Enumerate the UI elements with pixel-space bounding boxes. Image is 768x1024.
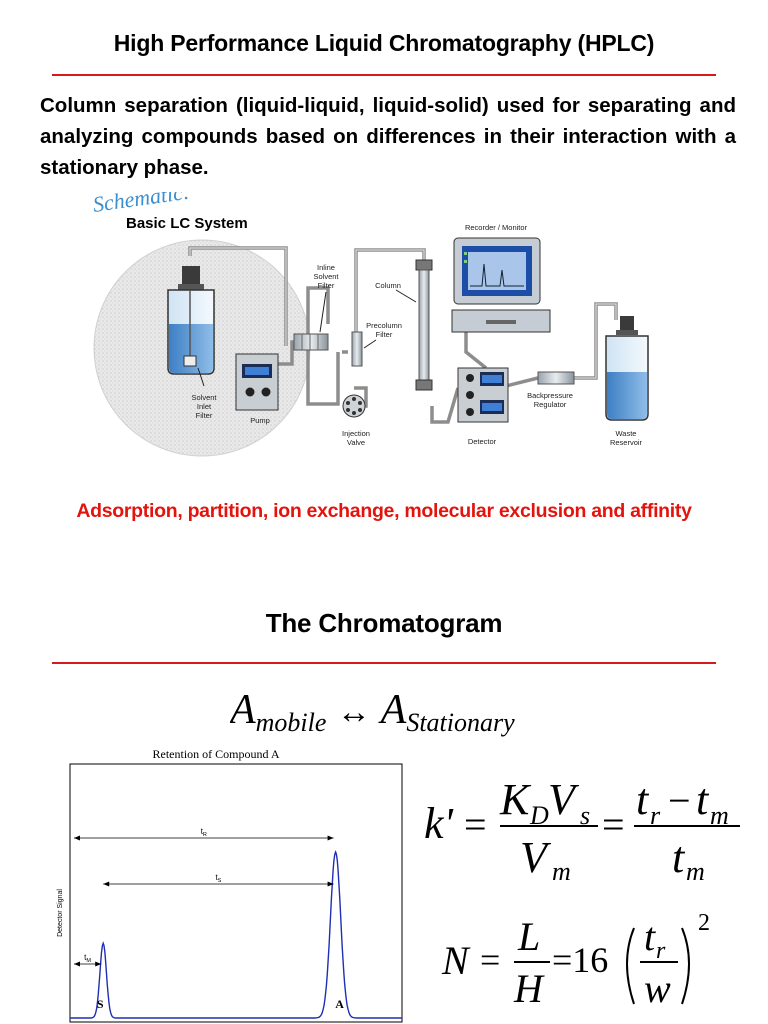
- label-detector: Detector: [468, 437, 497, 446]
- eq1-equals-1: =: [464, 802, 487, 847]
- eq-H: H: [513, 966, 545, 1011]
- eq-KD-sub: D: [529, 801, 549, 830]
- precolumn-filter: [351, 331, 363, 367]
- eq-t-sub: r: [656, 938, 666, 964]
- label-injection-1: Injection: [342, 429, 370, 438]
- label-solvent-filter-2: Inlet: [197, 402, 212, 411]
- chromatogram-divider: [52, 662, 716, 664]
- label-injection-2: Valve: [347, 438, 365, 447]
- eq-sub-mobile: mobile: [255, 708, 327, 737]
- schematic-title: Basic LC System: [126, 215, 248, 232]
- plot-frame: [69, 763, 403, 1023]
- eq-a-stationary: A: [380, 687, 407, 733]
- annotation-arrow-left-0: [74, 835, 80, 841]
- recorder-monitor: [451, 237, 551, 333]
- eq-tr: t: [636, 775, 650, 824]
- peak-label-a: A: [335, 997, 344, 1011]
- eq-tm-top-sub: m: [710, 801, 729, 830]
- inline-solvent-filter: [293, 333, 329, 351]
- label-solvent-filter-1: Solvent: [191, 393, 217, 402]
- annotation-arrow-right-2: [95, 961, 102, 967]
- label-waste-1: Waste: [616, 429, 637, 438]
- label-inline-2: Solvent: [313, 272, 339, 281]
- annotation-label-1: tS: [215, 873, 221, 884]
- schematic-script-label: Schematic:: [91, 192, 191, 217]
- eq-Vs-sub: s: [580, 801, 590, 830]
- annotation-arrow-left-2: [74, 961, 80, 967]
- eq-exponent: 2: [698, 910, 710, 936]
- lc-system-schematic: Schematic: Basic LC System Solvent Inlet…: [91, 192, 649, 457]
- peak-label-s: S: [97, 997, 104, 1011]
- annotation-arrow-left-1: [103, 881, 110, 887]
- eq-tm-top: t: [696, 775, 710, 824]
- label-backpressure-1: Backpressure: [527, 391, 573, 400]
- label-column: Column: [375, 281, 401, 290]
- label-solvent-filter-3: Filter: [196, 411, 213, 420]
- annotation-arrow-right-0: [327, 835, 334, 841]
- eq-w: w: [644, 966, 671, 1011]
- eq-k-prime: k': [424, 799, 455, 848]
- label-waste-2: Reservoir: [610, 438, 643, 447]
- separation-mechanisms: Adsorption, partition, ion exchange, mol…: [76, 500, 692, 522]
- plate-number-equation: N = L H =16 t r w 2: [441, 910, 710, 1011]
- eq-tm-bottom-sub: m: [686, 857, 705, 886]
- eq-Vm: V: [520, 833, 552, 882]
- label-inline-3: Filter: [318, 281, 335, 290]
- eq-KD: K: [499, 775, 532, 824]
- annotation-label-2: tM: [84, 953, 91, 964]
- eq-a-mobile: A: [230, 687, 256, 733]
- title-divider: [52, 74, 716, 76]
- eq-L: L: [517, 914, 540, 959]
- waste-reservoir: [605, 316, 649, 421]
- chromatogram-title: The Chromatogram: [265, 608, 503, 638]
- chart-title: Retention of Compound A: [153, 747, 280, 761]
- column: [415, 259, 433, 391]
- eq-Vs: V: [548, 775, 580, 824]
- eq1-equals-2: =: [602, 802, 625, 847]
- chart-ylabel: Detector Signal: [57, 889, 64, 937]
- solvent-bottle: [167, 266, 215, 375]
- equilibrium-equation: Amobile ↔ AStationary: [230, 684, 550, 741]
- eq-sixteen: =16: [552, 940, 608, 980]
- pump: [235, 353, 279, 411]
- eq-Vm-sub: m: [552, 857, 571, 886]
- eq2-equals: =: [480, 940, 500, 980]
- slide-title: High Performance Liquid Chromatography (…: [113, 30, 655, 56]
- eq-tm-bottom: t: [672, 833, 686, 882]
- annotation-arrow-right-1: [327, 881, 334, 887]
- eq-tr-sub: r: [650, 801, 661, 830]
- label-pump: Pump: [250, 416, 270, 425]
- eq-minus: −: [668, 778, 691, 823]
- chromatogram-line: [70, 849, 402, 1019]
- eq-t: t: [644, 914, 656, 959]
- capacity-factor-equation: k' = K D V s V m = t r − t m t m: [424, 775, 740, 886]
- detector: [457, 367, 509, 423]
- label-precolumn-1: Precolumn: [366, 321, 402, 330]
- annotation-label-0: tR: [201, 827, 207, 838]
- eq-N: N: [441, 938, 471, 983]
- eq-arrow: ↔: [336, 694, 371, 731]
- body-paragraph: Column separation (liquid-liquid, liquid…: [40, 94, 736, 179]
- label-backpressure-2: Regulator: [534, 400, 567, 409]
- label-recorder: Recorder / Monitor: [465, 223, 528, 232]
- injection-valve: [342, 394, 366, 418]
- eq-sub-stationary: Stationary: [406, 708, 515, 737]
- label-precolumn-2: Filter: [376, 330, 393, 339]
- backpressure-regulator: [537, 371, 575, 385]
- label-inline-1: Inline: [317, 263, 335, 272]
